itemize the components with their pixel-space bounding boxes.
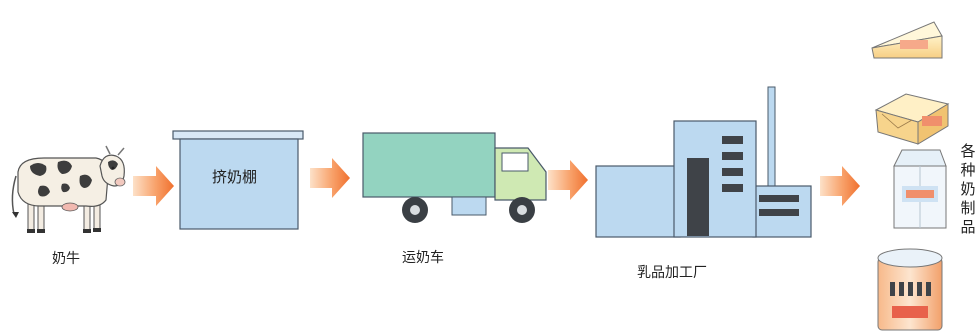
flow-arrow-3 — [548, 160, 588, 200]
butter-box-product — [874, 93, 950, 145]
milk-truck-label: 运奶车 — [402, 250, 444, 266]
milk-truck-illustration — [362, 132, 547, 223]
flow-arrow-4 — [820, 166, 860, 206]
flow-arrow-1 — [133, 166, 174, 206]
dairy-products-label: 各种奶制品 — [960, 142, 976, 236]
cheese-wedge-product — [871, 21, 943, 59]
dairy-factory-label: 乳品加工厂 — [637, 265, 707, 281]
cow-illustration — [11, 145, 126, 233]
milk-can-product — [877, 248, 943, 331]
flow-arrow-2 — [310, 158, 350, 198]
cow-label: 奶牛 — [52, 251, 80, 267]
milking-shed-label: 挤奶棚 — [212, 168, 258, 186]
milk-carton-product — [893, 149, 947, 229]
dairy-factory-illustration — [595, 86, 812, 238]
milking-shed-illustration — [172, 130, 304, 230]
